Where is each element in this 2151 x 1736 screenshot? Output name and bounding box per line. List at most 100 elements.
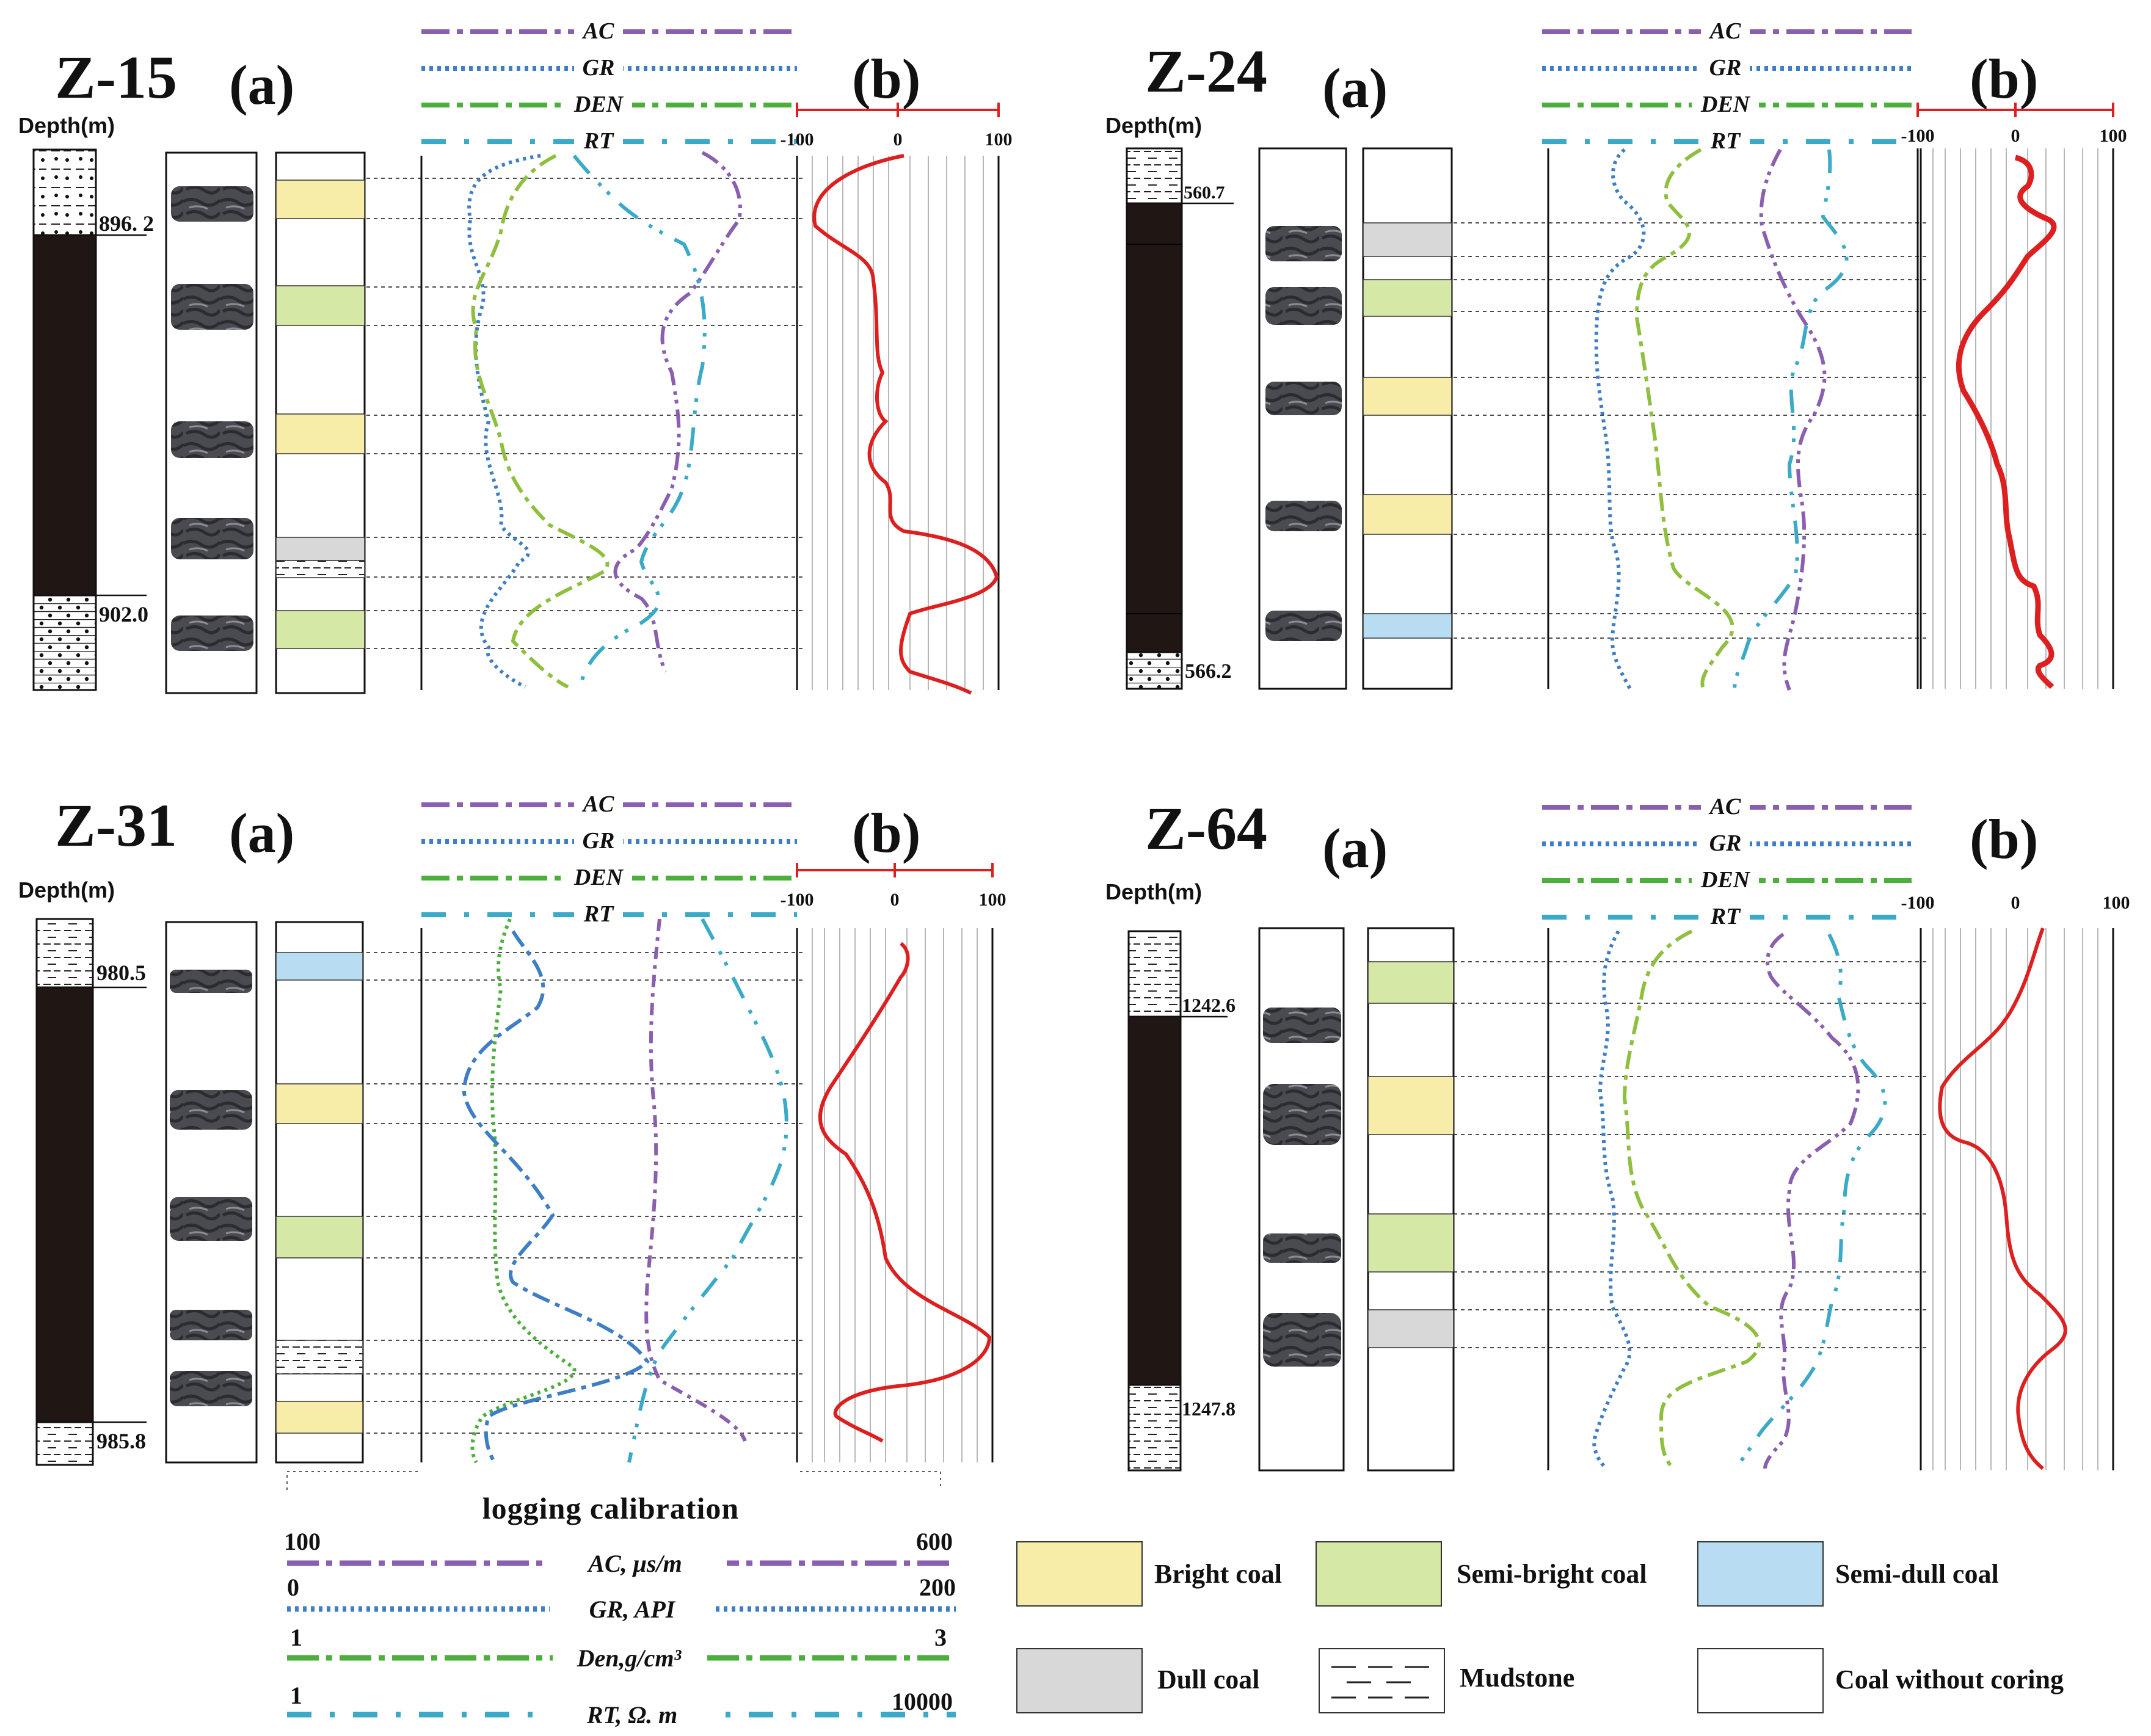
coal-score-curve <box>1938 927 2067 1470</box>
curve-label-gr: GR <box>1709 55 1742 81</box>
legend-item-semi-dull-coal: Semi-dull coal <box>1697 1541 1999 1607</box>
calibration-den: 1 3 Den,g/cm³ <box>287 1624 956 1672</box>
core-photo <box>1265 501 1342 531</box>
dull-coal-band <box>1367 1309 1454 1348</box>
core-photo-column <box>165 921 258 1464</box>
legend-label: Mudstone <box>1460 1663 1574 1693</box>
core-photo <box>1265 226 1342 261</box>
core-photo <box>1265 611 1342 641</box>
scale-zero: 0 <box>890 890 900 910</box>
legend-item-dull-coal: Dull coal <box>1016 1648 1259 1713</box>
curve-label-ac: AC <box>1709 18 1741 44</box>
legend-label: Dull coal <box>1157 1665 1259 1694</box>
calibration-rt: 1 10000 RT, Ω. m <box>287 1682 956 1729</box>
calibration-name: GR, API <box>589 1596 676 1623</box>
depth-top-label: 560.7 <box>1184 183 1225 203</box>
legend-label: Semi-bright coal <box>1457 1559 1647 1589</box>
lithology-column: 980.5 985.8 <box>35 918 147 1466</box>
semi-dull-coal-band <box>1363 613 1452 639</box>
curve-label-ac: AC <box>582 18 614 44</box>
depth-top-label: 980.5 <box>96 961 146 985</box>
well-z64: Z-64 (a) (b) Depth(m) 1242.6 1247.8 <box>1105 791 2130 1472</box>
depth-bottom-label: 902.0 <box>99 602 148 626</box>
depth-header: Depth(m) <box>18 877 115 903</box>
lithology-legend: Bright coal Semi-bright coal Semi-dull c… <box>1016 1541 2064 1713</box>
bright-coal-band <box>275 180 365 219</box>
scale-min: -100 <box>1901 893 1935 913</box>
bright-coal-band <box>275 1083 363 1124</box>
coal-type-column <box>275 921 364 1464</box>
depth-top-label: 1242.6 <box>1182 994 1236 1016</box>
log-track <box>366 918 806 1464</box>
scale-max: 100 <box>2103 893 2130 913</box>
coal-score-curve <box>812 154 999 695</box>
core-photo-column <box>1258 147 1347 690</box>
panel-a-label: (a) <box>1322 57 1388 119</box>
core-photo-column <box>1258 927 1345 1472</box>
panel-b-label: (b) <box>852 802 920 864</box>
score-track: -100 0 100 <box>781 103 1013 695</box>
score-track: -100 0 100 <box>781 863 1006 1462</box>
scale-min: -100 <box>781 129 814 150</box>
coal-score-curve <box>1956 154 2057 689</box>
coal-type-column <box>1367 927 1455 1472</box>
depth-header: Depth(m) <box>1105 113 1202 138</box>
curve-label-ac: AC <box>582 791 614 817</box>
den-curve <box>1622 929 1761 1470</box>
gr-curve <box>462 930 650 1464</box>
semi-bright-coal-band <box>1363 279 1452 317</box>
core-photo <box>1263 1313 1341 1367</box>
lithology-column: 896. 2 902.0 <box>32 148 154 691</box>
curve-label-den: DEN <box>1700 867 1751 893</box>
curve-legend-header: AC GR DEN RT <box>1542 15 1912 154</box>
curve-legend-header: AC GR DEN RT <box>421 788 797 927</box>
scale-max: 100 <box>985 129 1013 150</box>
rt-curve <box>572 154 707 688</box>
coal-type-column <box>1362 147 1453 690</box>
ac-curve <box>644 918 747 1442</box>
well-title: Z-15 <box>55 43 177 111</box>
lithology-column: 1242.6 1247.8 <box>1127 930 1236 1472</box>
well-z31: Z-31 (a) (b) Depth(m) 980.5 985.8 <box>18 788 1006 1466</box>
bright-coal-band <box>1367 1076 1454 1135</box>
depth-bottom-label: 985.8 <box>96 1429 146 1453</box>
mudstone-band <box>275 560 365 578</box>
scale-min: -100 <box>781 890 814 910</box>
rt-curve <box>1733 933 1887 1470</box>
calibration-title: logging calibration <box>482 1491 739 1525</box>
den-curve <box>1634 148 1734 691</box>
scale-zero: 0 <box>894 129 903 150</box>
lithology-column: 560.7 566.2 <box>1126 147 1234 690</box>
calibration-min: 1 <box>290 1682 302 1709</box>
depth-header: Depth(m) <box>1105 879 1202 904</box>
core-photo <box>1263 1233 1341 1263</box>
core-photo <box>171 518 253 559</box>
panel-b-label: (b) <box>1970 808 2038 870</box>
dull-coal-band <box>275 537 365 561</box>
ac-curve <box>1759 148 1827 691</box>
curve-label-rt: RT <box>1710 128 1741 154</box>
curve-label-den: DEN <box>573 865 624 890</box>
scale-max: 100 <box>2100 126 2127 146</box>
calibration-max: 10000 <box>892 1688 953 1715</box>
calibration-min: 1 <box>290 1624 302 1651</box>
curve-legend-header: AC GR DEN RT <box>1542 791 1912 929</box>
ac-curve <box>613 151 742 673</box>
depth-boundaries <box>366 178 806 649</box>
den-curve <box>471 154 610 689</box>
core-photo <box>170 970 252 993</box>
panel-a-label: (a) <box>1322 817 1388 879</box>
depth-bottom-label: 566.2 <box>1185 660 1232 683</box>
calibration-max: 3 <box>934 1624 947 1651</box>
curve-label-gr: GR <box>1709 830 1742 856</box>
semi-bright-coal-band <box>1367 961 1454 1004</box>
core-photo <box>1265 382 1342 415</box>
semi-bright-coal-band <box>275 285 365 326</box>
calibration-ac: 100 600 AC, μs/m <box>284 1528 956 1577</box>
core-photo <box>171 616 253 651</box>
scale-zero: 0 <box>2011 126 2020 146</box>
scale-zero: 0 <box>2011 893 2020 913</box>
core-photo <box>170 1310 252 1340</box>
logging-calibration: logging calibration 100 600 AC, μs/m 0 2… <box>284 1471 956 1729</box>
core-photo-column <box>165 151 258 694</box>
